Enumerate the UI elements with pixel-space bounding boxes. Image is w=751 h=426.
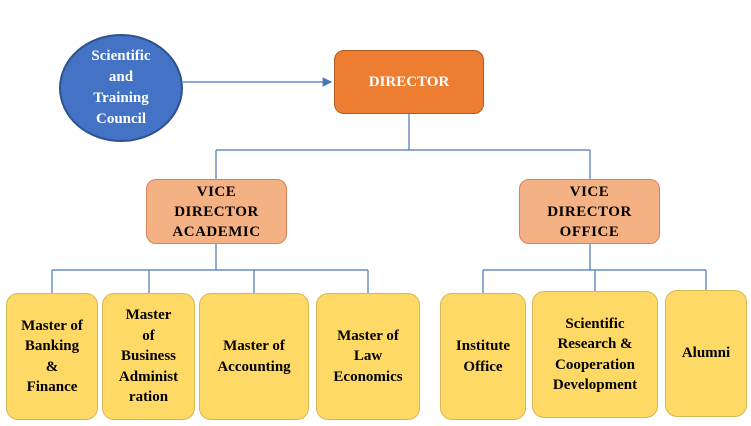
unit-label: Master of Business Administ ration	[118, 307, 179, 406]
alumni-node: Alumni	[665, 290, 747, 417]
master-law-economics-node: Master of Law Economics	[316, 293, 420, 420]
institute-office-node: Institute Office	[440, 293, 526, 420]
master-accounting-node: Master of Accounting	[199, 293, 309, 420]
unit-label: Master of Accounting	[217, 338, 291, 375]
unit-label: Master of Banking & Finance	[21, 317, 83, 396]
master-banking-finance-node: Master of Banking & Finance	[6, 293, 98, 420]
vice-office-label: VICE DIRECTOR OFFICE	[547, 183, 632, 240]
council-label: Scientific and Training Council	[91, 48, 151, 127]
vice-director-academic-node: VICE DIRECTOR ACADEMIC	[146, 179, 287, 244]
director-node: DIRECTOR	[334, 50, 484, 114]
unit-label: Alumni	[681, 345, 731, 362]
unit-label: Institute Office	[455, 338, 511, 375]
director-label: DIRECTOR	[368, 73, 450, 90]
unit-label: Scientific Research & Cooperation Develo…	[552, 315, 638, 394]
unit-label: Master of Law Economics	[333, 327, 403, 385]
master-business-administration-node: Master of Business Administ ration	[102, 293, 195, 420]
vice-director-office-node: VICE DIRECTOR OFFICE	[519, 179, 660, 244]
vice-academic-label: VICE DIRECTOR ACADEMIC	[172, 183, 261, 240]
scientific-research-cooperation-node: Scientific Research & Cooperation Develo…	[532, 291, 658, 418]
scientific-training-council-node: Scientific and Training Council	[59, 34, 183, 142]
